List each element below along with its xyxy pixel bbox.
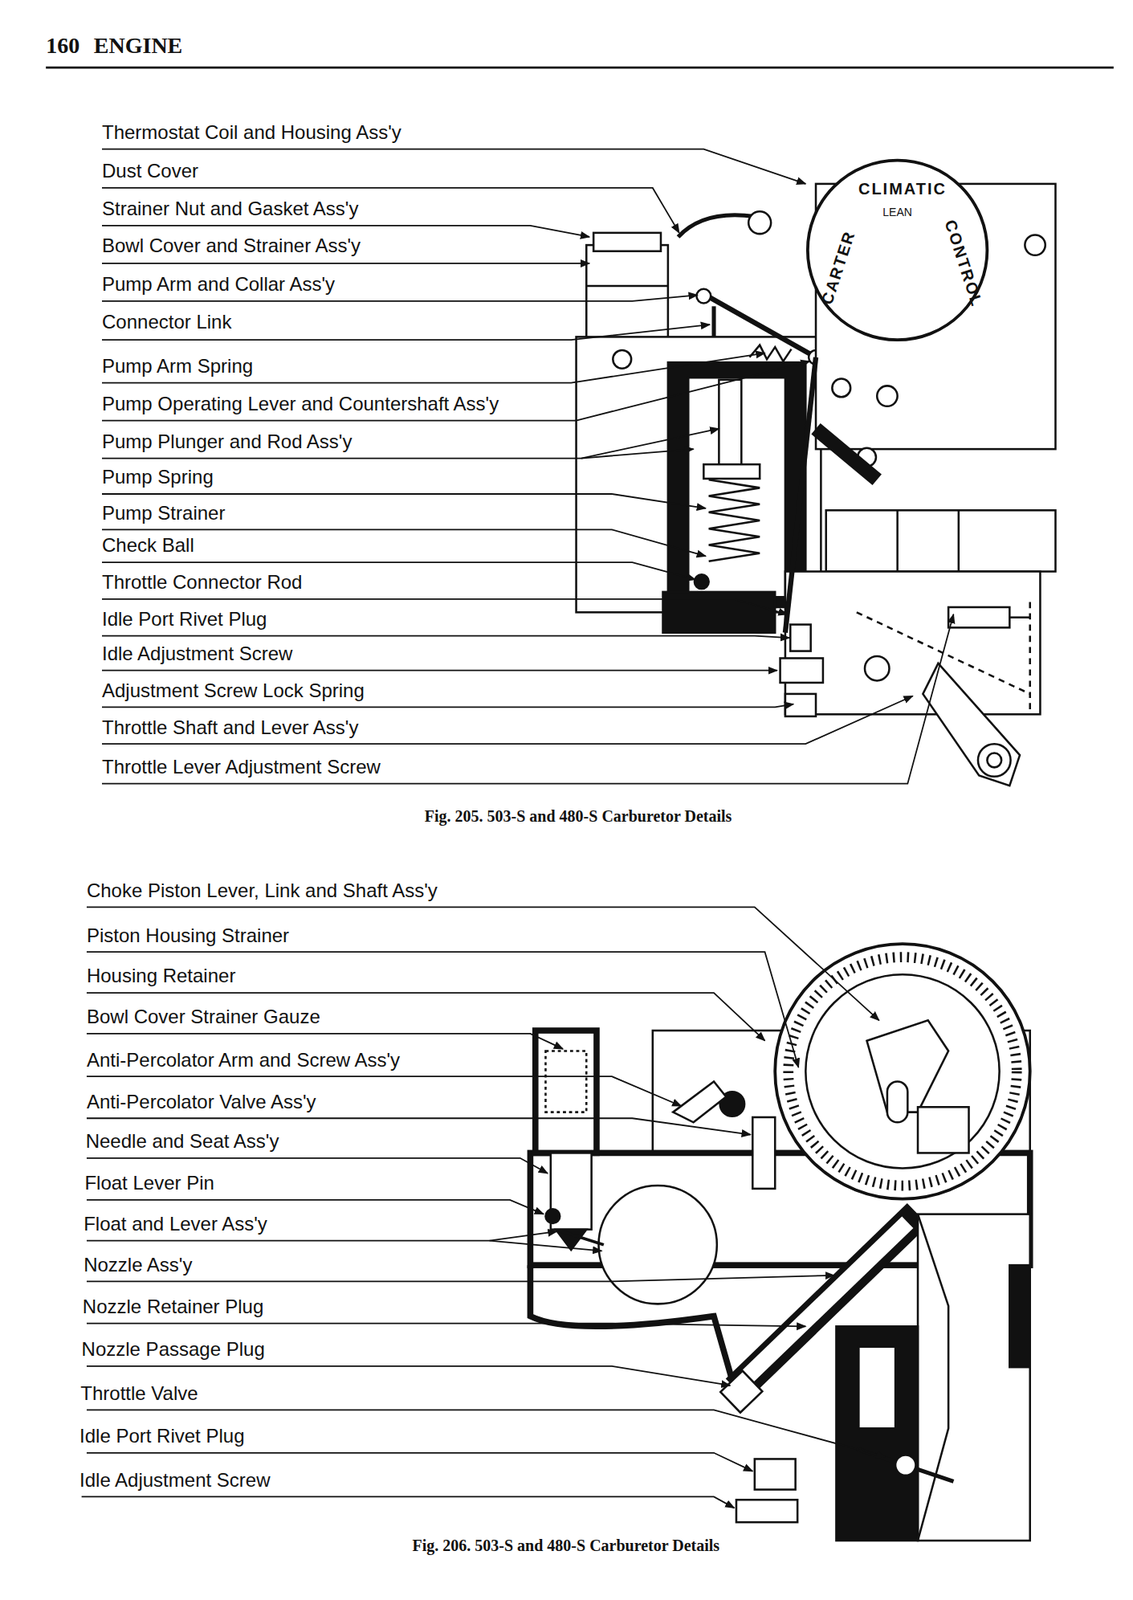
part-label: Idle Adjustment Screw: [79, 1468, 270, 1492]
part-label: Pump Strainer: [101, 501, 225, 525]
part-label: Dust Cover: [101, 159, 199, 183]
part-label: Pump Operating Lever and Countershaft As…: [101, 392, 499, 416]
dial-text: LEAN: [882, 200, 913, 224]
page-number: 160: [45, 34, 80, 58]
part-label: Anti-Percolator Valve Ass'y: [86, 1090, 317, 1113]
part-label: Float Lever Pin: [84, 1171, 214, 1195]
part-label: Idle Adjustment Screw: [101, 642, 293, 665]
part-label: Anti-Percolator Arm and Screw Ass'y: [86, 1048, 400, 1072]
part-label: Needle and Seat Ass'y: [85, 1129, 280, 1153]
part-label: Check Ball: [101, 533, 195, 557]
dial-text: CARTER: [815, 227, 861, 307]
part-label: Throttle Lever Adjustment Screw: [101, 755, 381, 779]
part-label: Float and Lever Ass'y: [83, 1212, 268, 1235]
part-label: Housing Retainer: [86, 964, 236, 987]
part-label: Nozzle Retainer Plug: [82, 1295, 264, 1318]
part-label: Choke Piston Lever, Link and Shaft Ass'y: [86, 879, 438, 902]
part-label: Adjustment Screw Lock Spring: [101, 679, 365, 702]
part-label: Pump Plunger and Rod Ass'y: [101, 430, 352, 453]
part-label: Throttle Shaft and Lever Ass'y: [101, 716, 359, 739]
part-label: Bowl Cover Strainer Gauze: [86, 1005, 321, 1028]
part-label: Thermostat Coil and Housing Ass'y: [101, 121, 402, 144]
part-label: Throttle Valve: [80, 1381, 198, 1405]
figure-caption: Fig. 206. 503-S and 480-S Carburetor Det…: [412, 1533, 721, 1557]
dial-text: CONTROL: [938, 216, 989, 310]
part-label: Throttle Connector Rod: [101, 570, 302, 594]
part-label: Bowl Cover and Strainer Ass'y: [101, 234, 361, 257]
part-label: Idle Port Rivet Plug: [79, 1424, 245, 1447]
part-label: Pump Arm and Collar Ass'y: [101, 273, 335, 296]
dial-text: CLIMATIC: [858, 177, 947, 200]
part-label: Pump Spring: [101, 465, 214, 489]
part-label: Connector Link: [101, 310, 232, 334]
part-label: Idle Port Rivet Plug: [101, 607, 267, 631]
section-title: ENGINE: [93, 34, 183, 58]
part-label: Nozzle Passage Plug: [81, 1337, 265, 1361]
part-label: Pump Arm Spring: [101, 354, 253, 378]
part-label: Strainer Nut and Gasket Ass'y: [101, 197, 359, 221]
part-label: Nozzle Ass'y: [83, 1253, 192, 1276]
figure-caption: Fig. 205. 503-S and 480-S Carburetor Det…: [424, 804, 733, 828]
part-label: Piston Housing Strainer: [86, 924, 290, 947]
